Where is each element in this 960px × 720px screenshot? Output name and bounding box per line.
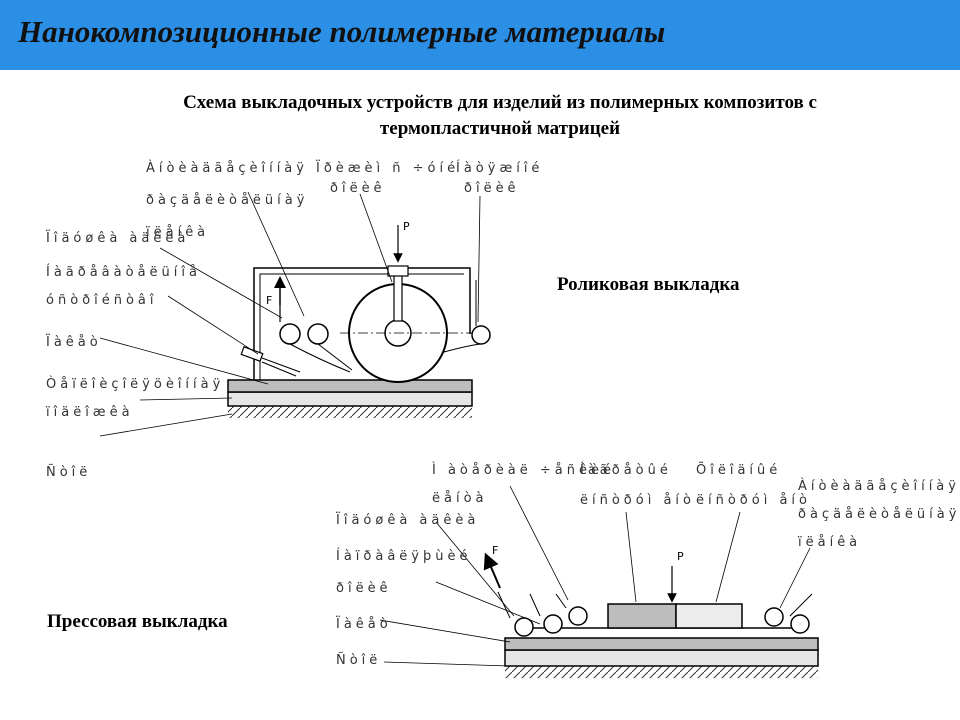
leader-pad (159, 247, 283, 319)
roller-label-clamp-1: Ïðèæèì ñ ÷óíé (316, 160, 459, 176)
caption-line-1: Схема выкладочных устройств для изделий … (183, 92, 817, 113)
roller-frame (253, 267, 471, 380)
caption-line-2: термопластичной матрицей (379, 118, 621, 139)
leader-clamp-roller (359, 193, 393, 283)
leader-film (247, 191, 305, 317)
press-label-film-3: ïëåíêà (797, 535, 861, 550)
press-film-line (789, 593, 813, 617)
roller-label-tension-2: ðîëèê (464, 181, 520, 196)
leader-heater (167, 295, 259, 355)
leader-substrate (139, 397, 233, 401)
press-table-hatch (505, 666, 818, 678)
press-film-roller-1 (764, 607, 784, 627)
leader-press-tape (509, 485, 569, 601)
press-film-roller-2 (790, 614, 810, 634)
support-roller (307, 323, 329, 345)
press-label-table: Ñòîë (336, 652, 381, 668)
leader-press-guide (435, 581, 541, 625)
roller-film-path-right (443, 343, 482, 353)
slide-title: Нанокомпозиционные полимерные материалы (18, 14, 666, 49)
cold-tool (675, 603, 743, 629)
press-force-f-label: F (492, 544, 498, 557)
press-guide-roller-1 (514, 617, 534, 637)
press-label-heated-2: ëíñòðóì åíò (580, 493, 695, 508)
press-layup-diagram: P F Ì àòåðèàë ÷åñêèé ëåíòà Íàãðåòûé ëíñò… (336, 462, 960, 678)
press-label-heated-1: Íàãðåòûé (580, 462, 672, 478)
press-pack (504, 637, 819, 651)
roller-film-path-left (289, 343, 351, 373)
roller-pack (227, 379, 473, 393)
press-label-cold-2: ëíñòðóì åíò (696, 493, 811, 508)
roller-piston-cap (387, 265, 409, 277)
leader-press-pack (379, 619, 511, 643)
roller-force-f-label: F (266, 294, 272, 307)
roller-insulation-substrate (227, 391, 473, 407)
header-band (0, 0, 960, 70)
leader-press-film (779, 547, 811, 609)
press-label-guide-1: Íàïðàâëÿþùèé (336, 548, 471, 564)
press-layup-label: Прессовая выкладка (47, 611, 228, 632)
press-label-guide-2: ðîëèê (336, 581, 392, 596)
roller-label-substrate-1: Òåïëîèçîëÿöèîííàÿ (46, 376, 224, 392)
roller-layup-label: Роликовая выкладка (557, 274, 740, 295)
leader-press-pad (435, 521, 515, 617)
tension-roller (471, 325, 491, 345)
diagram-caption: Схема выкладочных устройств для изделий … (60, 90, 940, 142)
heating-roller (279, 323, 301, 345)
press-label-film-1: Àíòèàäãåçèîííàÿ (798, 478, 960, 494)
leader-press-heated (625, 511, 637, 603)
heater-nozzle (261, 357, 301, 377)
leader-table (99, 413, 233, 437)
roller-label-film-1: Àíòèàäãåçèîííàÿ (146, 160, 308, 176)
press-label-tape-1: Ì àòåðèàë ÷åñêèé (432, 462, 615, 478)
roller-label-substrate-2: ïîäëîæêà (45, 405, 134, 420)
press-guide-roller-2 (543, 614, 563, 634)
leader-press-table (383, 661, 511, 667)
leader-pack (99, 337, 269, 385)
press-label-cold-1: Õîëîäíûé (696, 462, 781, 478)
roller-force-p-label: P (403, 220, 410, 233)
roller-label-table: Ñòîë (46, 464, 91, 480)
press-label-pad: Ïîäóøêà àäêèà (336, 512, 479, 528)
roller-label-pack: Ïàêåò (46, 334, 102, 350)
press-force-f-arrow (483, 552, 501, 589)
roller-label-film-3: ïëåíêà (145, 225, 209, 240)
press-label-tape-2: ëåíòà (432, 491, 488, 506)
heated-tool (607, 603, 677, 629)
roller-table-hatch (228, 406, 472, 418)
roller-label-clamp-2: ðîëèê (330, 181, 386, 196)
press-pad-roller (568, 606, 588, 626)
roller-label-film-2: ðàçäåëèòåëüíàÿ (146, 193, 308, 208)
roller-layup-diagram: P F Àíòèàäãåçèîííàÿ ðàçäåëèòåëüíàÿ ïëåíê… (45, 160, 543, 480)
roller-label-tension-1: Íàòÿæíîé (456, 160, 543, 176)
press-force-p-label: P (677, 550, 684, 563)
roller-piston-rod (393, 272, 403, 322)
press-label-film-2: ðàçäåëèòåëüíàÿ (798, 507, 960, 522)
press-table (504, 649, 819, 667)
leader-press-cold (715, 511, 741, 603)
leader-tension-roller (477, 195, 481, 323)
press-label-pack: Ïàêåò (336, 616, 392, 632)
roller-label-heater-1: Íàãðåâàòåëüíîå (46, 264, 201, 280)
roller-label-pad: Ïîäóøêà àäêèà (46, 230, 189, 246)
heater-device (240, 346, 264, 362)
roller-film-path-left-2 (317, 343, 353, 371)
roller-label-heater-2: óñòðîéñòâî (46, 293, 157, 308)
press-tape-lines (497, 591, 567, 619)
